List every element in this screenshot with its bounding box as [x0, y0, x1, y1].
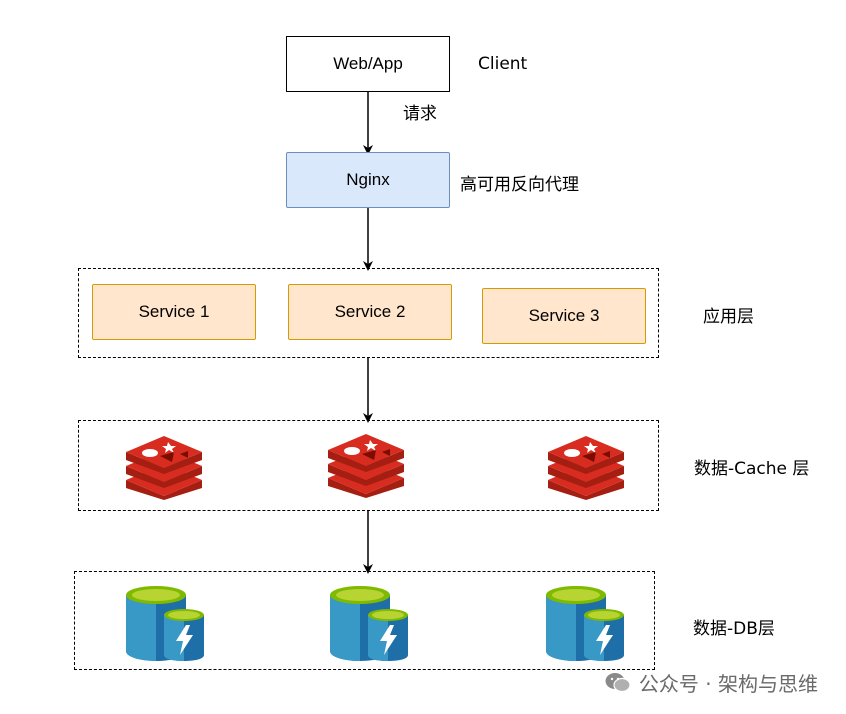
redis-icon	[126, 436, 202, 500]
database-icon	[330, 586, 408, 661]
service-2-label: Service 2	[334, 302, 406, 321]
redis-icon	[548, 436, 624, 500]
cache-layer-label: 数据-Cache 层	[694, 459, 810, 479]
request-label: 请求	[403, 104, 437, 124]
service-3-label: Service 3	[528, 306, 600, 325]
watermark: 公众号 · 架构与思维	[605, 668, 818, 697]
service-1-label: Service 1	[138, 302, 210, 321]
cache-layer-container	[78, 420, 659, 511]
db-layer-container	[74, 571, 655, 670]
client-box-label: Web/App	[333, 54, 403, 73]
service-3-box: Service 3	[482, 288, 646, 344]
client-box: Web/App	[286, 36, 450, 92]
redis-icon	[328, 434, 404, 498]
wechat-icon	[605, 672, 631, 692]
service-1-box: Service 1	[92, 284, 256, 340]
database-icon	[126, 586, 204, 661]
client-side-label: Client	[478, 54, 528, 74]
watermark-text: 公众号 · 架构与思维	[638, 672, 818, 696]
nginx-side-label: 高可用反向代理	[460, 175, 579, 195]
db-layer-label: 数据-DB层	[693, 619, 775, 639]
app-layer-label: 应用层	[703, 307, 754, 327]
nginx-box: Nginx	[286, 152, 450, 208]
nginx-box-label: Nginx	[346, 170, 390, 189]
app-layer-container	[78, 268, 659, 358]
service-2-box: Service 2	[288, 284, 452, 340]
database-icon	[546, 586, 624, 661]
